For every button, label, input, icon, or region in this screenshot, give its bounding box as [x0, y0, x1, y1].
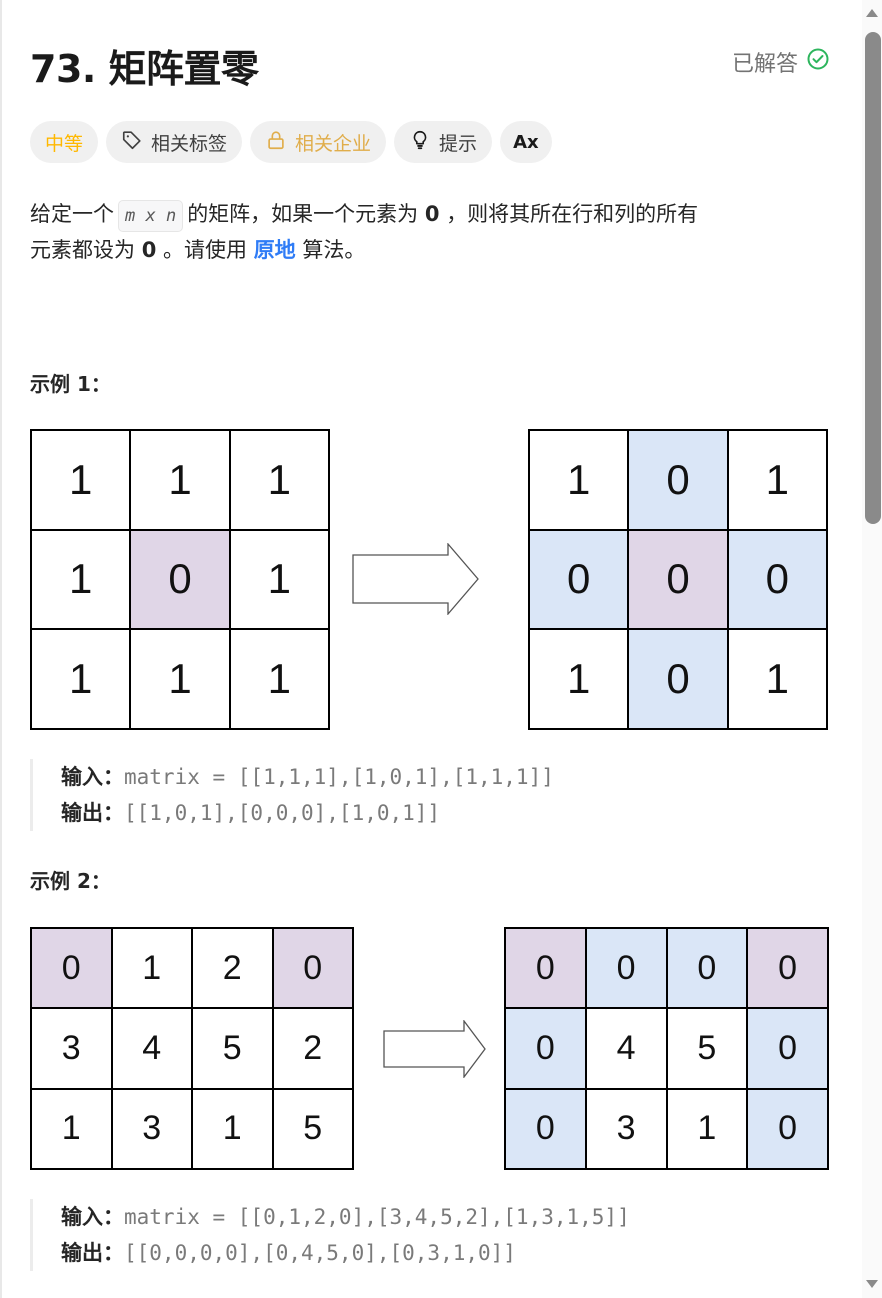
difficulty-badge: 中等	[30, 121, 99, 163]
matrix-cell: 3	[111, 1088, 192, 1169]
matrix-cell: 1	[529, 629, 629, 729]
matrix-cell: 1	[727, 629, 827, 729]
tag-icon	[121, 129, 143, 156]
example-2-io: 输入：matrix = [[0,1,2,0],[3,4,5,2],[1,3,1,…	[30, 1199, 630, 1271]
matrix-cell: 1	[666, 1088, 748, 1169]
vertical-scrollbar[interactable]	[862, 0, 882, 1298]
desc-text: 的矩阵，如果一个元素为	[187, 202, 419, 226]
inline-code: m x n	[118, 200, 184, 232]
example-1-title: 示例 1：	[30, 372, 111, 396]
input-value: matrix = [[0,1,2,0],[3,4,5,2],[1,3,1,5]]	[124, 1205, 630, 1229]
desc-text: 给定一个	[30, 202, 114, 226]
check-circle-icon	[806, 47, 830, 77]
matrix-cell: 1	[229, 529, 329, 630]
scroll-down-arrow-icon[interactable]	[866, 1280, 878, 1288]
desc-text: ，则将其所在行和列的所有	[446, 202, 699, 226]
difficulty-label: 中等	[45, 132, 84, 155]
desc-bold-zero: 0	[424, 202, 440, 226]
scroll-up-arrow-icon[interactable]	[866, 9, 878, 17]
matrix-cell: 0	[529, 529, 629, 630]
output-label: 输出：	[61, 1241, 124, 1265]
matrix-cell: 0	[628, 629, 728, 729]
matrix-cell: 2	[192, 928, 273, 1009]
output-value: [[1,0,1],[0,0,0],[1,0,1]]	[124, 801, 441, 825]
matrix-cell: 1	[31, 430, 131, 530]
lightbulb-icon	[409, 129, 431, 156]
matrix-cell: 0	[747, 1088, 828, 1169]
arrow-right-icon	[383, 1020, 486, 1078]
matrix-cell: 5	[192, 1008, 273, 1089]
matrix-cell: 1	[229, 629, 329, 729]
matrix-cell: 5	[666, 1008, 748, 1089]
matrix-cell: 1	[31, 529, 131, 630]
matrix-cell: 1	[192, 1088, 273, 1169]
matrix-cell: 0	[505, 1088, 586, 1169]
matrix-cell: 0	[272, 928, 353, 1009]
input-label: 输入：	[61, 1205, 124, 1229]
matrix-cell: 3	[31, 1008, 112, 1089]
desc-bold-zero: 0	[141, 238, 157, 262]
matrix-cell: 3	[585, 1088, 667, 1169]
hint-button[interactable]: 提示	[394, 121, 493, 163]
output-value: [[0,0,0,0],[0,4,5,0],[0,3,1,0]]	[124, 1241, 516, 1265]
arrow-right-icon	[352, 543, 479, 615]
example-1-output-line: 输出：[[1,0,1],[0,0,0],[1,0,1]]	[61, 795, 554, 831]
example-2-title: 示例 2：	[30, 869, 111, 893]
in-place-link[interactable]: 原地	[253, 238, 296, 262]
example-2-output-line: 输出：[[0,0,0,0],[0,4,5,0],[0,3,1,0]]	[61, 1235, 630, 1271]
problem-title: 73. 矩阵置零	[30, 47, 259, 91]
related-companies-button[interactable]: 相关企业	[250, 121, 387, 163]
matrix-cell: 4	[585, 1008, 667, 1089]
translate-button[interactable]: Ax	[500, 121, 552, 163]
example-1-input-line: 输入：matrix = [[1,1,1],[1,0,1],[1,1,1]]	[61, 759, 554, 795]
matrix-cell: 0	[31, 928, 112, 1009]
translate-icon: Ax	[513, 131, 539, 153]
related-tags-label: 相关标签	[151, 132, 228, 155]
related-companies-label: 相关企业	[295, 132, 372, 155]
example-1-io: 输入：matrix = [[1,1,1],[1,0,1],[1,1,1]] 输出…	[30, 759, 554, 831]
matrix-cell: 1	[529, 430, 629, 530]
matrix-cell: 1	[31, 1088, 112, 1169]
matrix-cell: 0	[666, 928, 748, 1009]
matrix-cell: 0	[628, 430, 728, 530]
input-value: matrix = [[1,1,1],[1,0,1],[1,1,1]]	[124, 765, 554, 789]
example-2-input-line: 输入：matrix = [[0,1,2,0],[3,4,5,2],[1,3,1,…	[61, 1199, 630, 1235]
related-tags-button[interactable]: 相关标签	[106, 121, 243, 163]
matrix-cell: 0	[585, 928, 667, 1009]
output-label: 输出：	[61, 801, 124, 825]
matrix-cell: 0	[747, 928, 828, 1009]
desc-text: 算法。	[302, 238, 366, 262]
hint-label: 提示	[439, 132, 478, 155]
matrix-cell: 1	[130, 629, 230, 729]
title-row: 73. 矩阵置零 已解答	[30, 38, 830, 91]
matrix-cell: 4	[111, 1008, 192, 1089]
matrix-cell: 0	[747, 1008, 828, 1089]
matrix-cell: 0	[505, 1008, 586, 1089]
desc-text: 。请使用	[163, 238, 247, 262]
matrix-cell: 1	[229, 430, 329, 530]
tag-bar: 中等 相关标签 相关企业 提示 Ax	[30, 121, 552, 163]
solved-status: 已解答	[732, 46, 830, 78]
matrix-cell: 1	[111, 928, 192, 1009]
matrix-cell: 1	[727, 430, 827, 530]
matrix-cell: 5	[272, 1088, 353, 1169]
matrix-cell: 1	[31, 629, 131, 729]
matrix-cell: 0	[130, 529, 230, 630]
desc-text: 元素都设为	[30, 238, 135, 262]
matrix-cell: 0	[505, 928, 586, 1009]
matrix-cell: 1	[130, 430, 230, 530]
scrollbar-thumb[interactable]	[865, 32, 881, 524]
lock-icon	[265, 129, 287, 156]
solved-status-label: 已解答	[731, 52, 798, 77]
matrix-cell: 2	[272, 1008, 353, 1089]
matrix-cell: 0	[628, 529, 728, 630]
matrix-cell: 0	[727, 529, 827, 630]
input-label: 输入：	[61, 765, 124, 789]
panel-left-border	[0, 0, 2, 1298]
